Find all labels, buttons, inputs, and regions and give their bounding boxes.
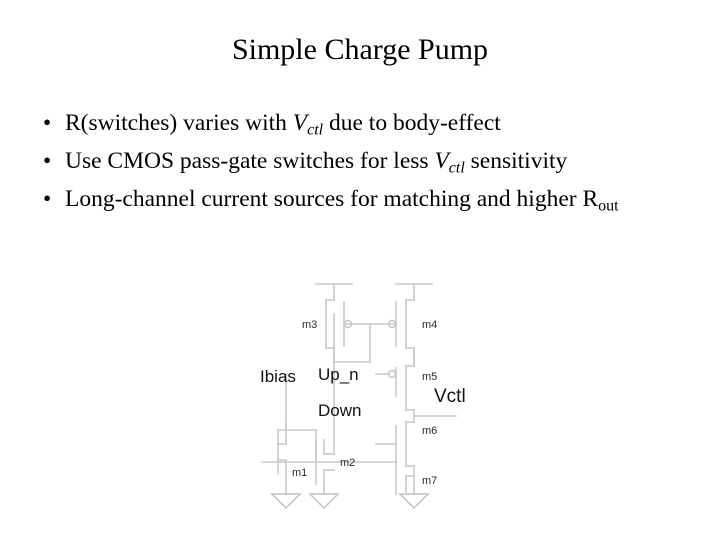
bullet-text-3: Long-channel current sources for matchin… xyxy=(65,185,619,215)
m4-gate-bubble xyxy=(387,319,397,329)
transistor-label-m5: m5 xyxy=(422,371,437,383)
bullet-seg-sub: ctl xyxy=(448,159,465,177)
bullet-text-2: Use CMOS pass-gate switches for less Vct… xyxy=(65,147,568,177)
bullet-seg: Long-channel current sources for matchin… xyxy=(65,185,599,212)
list-item: • R(switches) varies with Vctl due to bo… xyxy=(34,108,694,146)
list-item: • Use CMOS pass-gate switches for less V… xyxy=(34,146,694,184)
gnd-2-triangle xyxy=(308,493,340,510)
transistor-label-m2: m2 xyxy=(340,457,355,469)
m3-gate-bubble xyxy=(343,319,353,329)
bullet-text-1: R(switches) varies with Vctl due to body… xyxy=(65,110,501,139)
bullet-seg-sub: out xyxy=(598,197,619,215)
bullet-seg: sensitivity xyxy=(464,147,568,174)
signal-label-up-n: Up_n xyxy=(318,365,359,384)
bullet-seg-var: V xyxy=(434,147,449,174)
transistor-label-m3: m3 xyxy=(302,319,317,331)
bullet-list: • R(switches) varies with Vctl due to bo… xyxy=(34,108,694,222)
bullet-seg-var: V xyxy=(292,110,308,136)
list-item: • Long-channel current sources for match… xyxy=(34,184,694,222)
bullet-seg: R(switches) varies with xyxy=(65,110,293,136)
charge-pump-schematic: m1 m2 m3 m4 m5 m6 m7 Ibias Up_n Down Vct… xyxy=(248,262,516,530)
bullet-seg: due to body-effect xyxy=(323,110,501,136)
transistor-label-m6: m6 xyxy=(422,425,437,437)
bullet-marker: • xyxy=(43,110,52,136)
bullet-seg: Use CMOS pass-gate switches for less xyxy=(65,147,435,174)
signal-label-ibias: Ibias xyxy=(260,367,296,386)
gnd-1-triangle xyxy=(270,493,302,510)
transistor-label-m1: m1 xyxy=(292,467,307,479)
signal-label-down: Down xyxy=(318,401,361,420)
bullet-marker: • xyxy=(43,147,52,174)
page-title: Simple Charge Pump xyxy=(231,33,489,66)
transistor-label-m7: m7 xyxy=(422,475,437,487)
signal-label-vctl: Vctl xyxy=(434,386,466,407)
gnd-3-triangle xyxy=(398,493,430,510)
bullet-marker: • xyxy=(43,185,52,212)
transistor-label-m4: m4 xyxy=(422,319,437,331)
bullet-seg-sub: ctl xyxy=(307,121,324,139)
